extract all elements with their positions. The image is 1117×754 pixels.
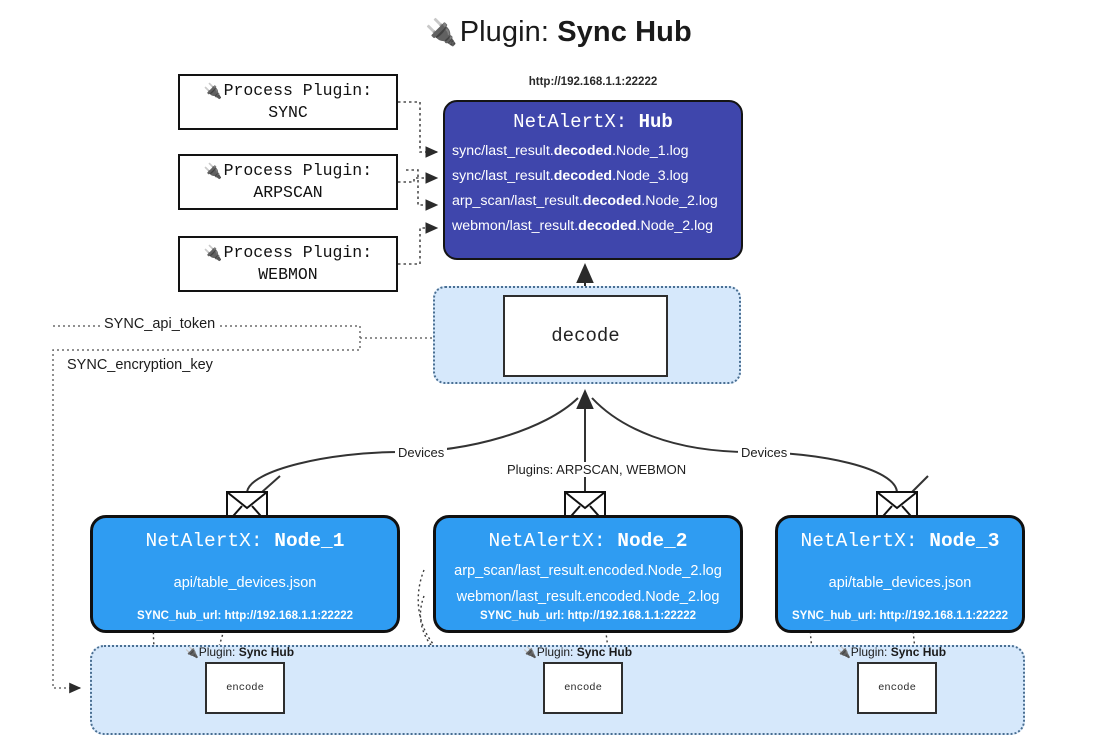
node-1-line: api/table_devices.json: [173, 575, 317, 591]
plug-icon: 🔌: [425, 17, 458, 47]
encoder-1-plugin-label: 🔌Plugin: Sync Hub: [185, 645, 294, 659]
process-plugin-sync-line1: Process Plugin:: [223, 80, 373, 100]
hub-log-1-pre: sync/last_result.: [452, 168, 554, 184]
node-3-title-prefix: NetAlertX:: [800, 530, 918, 552]
node-3-footer: SYNC_hub_url: http://192.168.1.1:22222: [791, 610, 1009, 622]
hub-log-line: arp_scan/last_result.decoded.Node_2.log: [445, 189, 741, 214]
encoder-3-plugin-name: Sync Hub: [890, 645, 947, 659]
node-1[interactable]: NetAlertX: Node_1 api/table_devices.json…: [90, 515, 400, 633]
plug-icon: 🔌: [203, 243, 223, 262]
node-3-title: NetAlertX: Node_3: [778, 530, 1022, 552]
encoder-1-plugin-name: Sync Hub: [238, 645, 295, 659]
hub-log-2-post: .Node_2.log: [641, 193, 718, 209]
connector-sync-to-hub: [398, 101, 439, 158]
plug-icon: 🔌: [203, 161, 223, 180]
encoder-3-plugin-label: 🔌Plugin: Sync Hub: [837, 645, 946, 659]
process-plugin-arpscan-line2: ARPSCAN: [253, 183, 323, 202]
plug-icon: 🔌: [203, 81, 223, 100]
hub-log-1-bold: decoded: [553, 168, 613, 184]
hub-title-prefix: NetAlertX:: [513, 111, 628, 133]
node-2-footer: SYNC_hub_url: http://192.168.1.1:22222: [479, 610, 697, 622]
process-plugin-webmon-line1: Process Plugin:: [223, 242, 373, 262]
hub-log-0-post: .Node_1.log: [612, 143, 689, 159]
decode-box[interactable]: decode: [503, 295, 668, 377]
node-2-title-prefix: NetAlertX:: [488, 530, 606, 552]
node-2-line: webmon/last_result.encoded.Node_2.log: [456, 589, 720, 605]
node-3[interactable]: NetAlertX: Node_3 api/table_devices.json…: [775, 515, 1025, 633]
node-2[interactable]: NetAlertX: Node_2 arp_scan/last_result.e…: [433, 515, 743, 633]
node-1-title-prefix: NetAlertX:: [145, 530, 263, 552]
connector-encryption-key-path: [52, 325, 361, 694]
hub-log-line: webmon/last_result.decoded.Node_2.log: [445, 214, 741, 239]
encoder-2-plugin-label: 🔌Plugin: Sync Hub: [523, 645, 632, 659]
process-plugin-sync-line2: SYNC: [268, 103, 308, 122]
sync-api-token-label: SYNC_api_token: [100, 316, 220, 332]
edge-label-plugins-center: Plugins: ARPSCAN, WEBMON: [504, 462, 690, 477]
plug-icon: 🔌: [185, 647, 199, 659]
node-2-title-name: Node_2: [617, 530, 688, 552]
hub-log-line: sync/last_result.decoded.Node_3.log: [445, 164, 741, 189]
node-3-title-name: Node_3: [929, 530, 1000, 552]
encode-box-1[interactable]: encode: [205, 662, 285, 714]
page-title: 🔌Plugin: Sync Hub: [0, 16, 1117, 49]
hub-log-3-bold: decoded: [578, 218, 637, 234]
page-title-prefix: Plugin:: [459, 16, 550, 48]
node-1-footer: SYNC_hub_url: http://192.168.1.1:22222: [136, 610, 354, 622]
sync-encryption-key-label: SYNC_encryption_key: [63, 357, 217, 373]
encode-box-3[interactable]: encode: [857, 662, 937, 714]
plug-icon: 🔌: [837, 647, 851, 659]
hub-node[interactable]: NetAlertX: Hub sync/last_result.decoded.…: [443, 100, 743, 260]
edge-label-devices-left: Devices: [395, 445, 448, 460]
hub-log-line: sync/last_result.decoded.Node_1.log: [445, 139, 741, 164]
process-plugin-webmon[interactable]: 🔌Process Plugin: WEBMON: [178, 236, 398, 292]
plug-icon: 🔌: [523, 647, 537, 659]
hub-title: NetAlertX: Hub: [445, 111, 741, 133]
hub-title-name: Hub: [638, 111, 673, 133]
process-plugin-sync[interactable]: 🔌Process Plugin: SYNC: [178, 74, 398, 130]
hub-log-3-post: .Node_2.log: [636, 218, 714, 234]
encoder-3-plugin-prefix: Plugin:: [850, 645, 888, 659]
hub-log-0-pre: sync/last_result.: [452, 143, 554, 159]
connector-node3-mail-stem: [911, 475, 929, 493]
hub-log-2-bold: decoded: [582, 193, 642, 209]
hub-log-3-pre: webmon/last_result.: [452, 218, 579, 234]
hub-log-2-pre: arp_scan/last_result.: [452, 193, 583, 209]
node-2-title: NetAlertX: Node_2: [436, 530, 740, 552]
edge-label-devices-right: Devices: [738, 445, 791, 460]
hub-url-label: http://192.168.1.1:22222: [528, 76, 658, 88]
hub-log-1-post: .Node_3.log: [612, 168, 689, 184]
connector-arpscan-to-hub-2: [406, 169, 439, 211]
connector-node1-mail-stem: [261, 475, 281, 493]
node-2-line: arp_scan/last_result.encoded.Node_2.log: [454, 563, 722, 579]
node-3-line: api/table_devices.json: [828, 575, 972, 591]
encoder-1-plugin-prefix: Plugin:: [198, 645, 236, 659]
encoder-2-plugin-name: Sync Hub: [576, 645, 633, 659]
hub-log-0-bold: decoded: [553, 143, 613, 159]
connector-webmon-to-hub: [398, 222, 439, 265]
process-plugin-webmon-line2: WEBMON: [258, 265, 318, 284]
node-1-title-name: Node_1: [274, 530, 345, 552]
node-1-title: NetAlertX: Node_1: [93, 530, 397, 552]
encode-box-2[interactable]: encode: [543, 662, 623, 714]
page-title-name: Sync Hub: [557, 16, 692, 48]
process-plugin-arpscan-line1: Process Plugin:: [223, 160, 373, 180]
connector-arpscan-to-hub: [398, 172, 439, 184]
process-plugin-arpscan[interactable]: 🔌Process Plugin: ARPSCAN: [178, 154, 398, 210]
encoder-2-plugin-prefix: Plugin:: [536, 645, 574, 659]
